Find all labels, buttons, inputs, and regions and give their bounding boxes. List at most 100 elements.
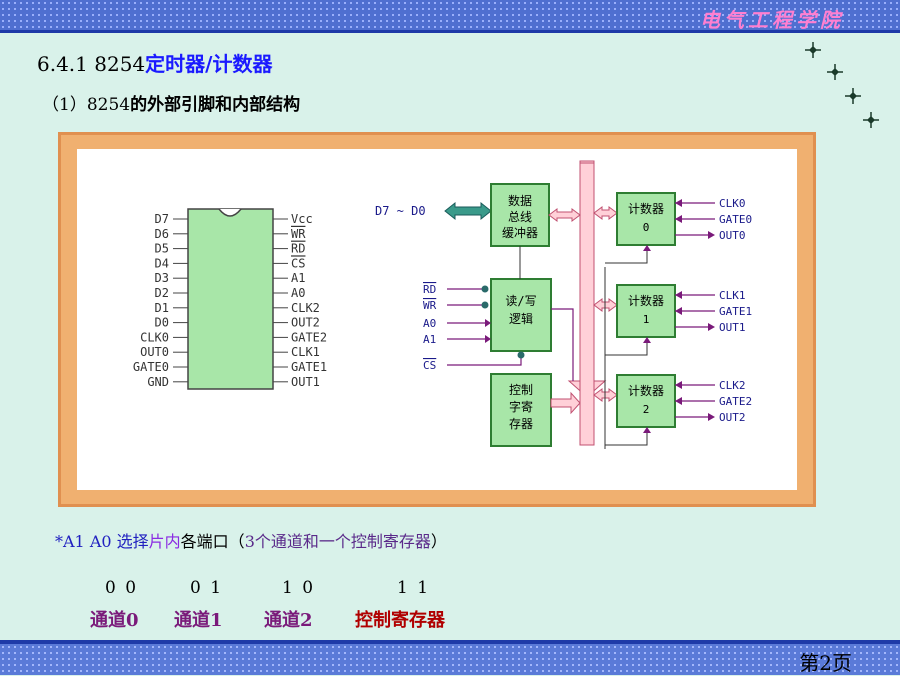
rw-logic-block [490, 278, 552, 352]
rw-input-line [447, 355, 522, 366]
internal-bus-bar [579, 162, 595, 446]
counter-title: 计数器 [628, 293, 664, 308]
chip-pin-label: CLK1 [291, 345, 320, 359]
rw-input-label: RD [423, 283, 436, 296]
control-label-3: 存器 [509, 417, 533, 431]
channel-1: 通道1 [174, 610, 223, 631]
counter-input-arrowhead [675, 199, 682, 207]
subtitle-text: 的外部引脚和内部结构 [130, 95, 301, 115]
section-title: 6.4.1 8254定时器/计数器 [37, 48, 272, 77]
counter-signal-label: GATE2 [719, 395, 752, 408]
address-note: *A1 A0 选择片内各端口（3个通道和一个控制寄存器） [55, 528, 447, 552]
counter-signal-label: OUT2 [719, 411, 746, 424]
top-decor-band [0, 0, 900, 30]
counter-link-arrowhead [643, 245, 651, 251]
code-2: 1 0 [282, 578, 316, 598]
note-part-1: 片内 [148, 532, 181, 551]
counter-bus-link [593, 206, 618, 220]
rw-input-arrowhead [485, 319, 491, 327]
chip-pin-label: D2 [155, 286, 169, 300]
counter-input-arrowhead [675, 397, 682, 405]
chip-pin-label: GND [147, 375, 169, 389]
chip-pin-label: CLK2 [291, 301, 320, 315]
counter-signal-label: OUT0 [719, 229, 746, 242]
rw-input-dot [517, 351, 525, 359]
counter-index: 2 [643, 403, 650, 416]
rw-input-dot [481, 285, 489, 293]
code-1: 0 1 [190, 578, 224, 598]
counter-title: 计数器 [628, 383, 664, 398]
chip-pin-label: GATE0 [133, 360, 169, 374]
counter-input-arrowhead [675, 291, 682, 299]
counter-signal-label: GATE1 [719, 305, 752, 318]
college-name: 电气工程学院 [700, 8, 844, 32]
bottom-divider [0, 640, 900, 644]
counter-output-arrowhead [708, 413, 715, 421]
counter-signal-label: GATE0 [719, 213, 752, 226]
counter-link-line [605, 337, 648, 356]
chip-pin-label: D0 [155, 316, 169, 330]
chip-pin-label: GATE1 [291, 360, 327, 374]
counter-block [616, 374, 676, 428]
star-decoration-icon [805, 42, 879, 128]
section-number: 6.4.1 8254 [37, 52, 146, 76]
chip-pin-label: CLK0 [140, 330, 169, 344]
subtitle: （1）8254的外部引脚和内部结构 [42, 90, 300, 115]
chip-body [187, 208, 274, 390]
counter-link-line [605, 245, 648, 264]
counter-signal-label: CLK2 [719, 379, 746, 392]
buffer-label-1: 数据 [508, 193, 532, 208]
control-bus-link [550, 391, 581, 415]
code-0: 0 0 [105, 578, 139, 598]
top-divider [0, 30, 900, 33]
counter-link-arrowhead [643, 427, 651, 433]
counter-index: 0 [643, 221, 650, 234]
note-part-4: ） [430, 532, 447, 551]
chip-pin-label: A1 [291, 271, 305, 285]
counter-input-arrowhead [675, 307, 682, 315]
code-3: 1 1 [397, 578, 431, 598]
counter-block [616, 284, 676, 338]
rw-input-label: WR [423, 299, 437, 312]
channel-control: 控制寄存器 [355, 610, 445, 631]
chip-pin-label: Vcc [291, 212, 313, 226]
data-bus-arrow [444, 201, 492, 221]
chip-pin-label: GATE2 [291, 330, 327, 344]
counter-index: 1 [643, 313, 650, 326]
bottom-decor-band [0, 644, 900, 675]
chip-pin-label: OUT0 [140, 345, 169, 359]
channel-0: 通道0 [90, 610, 139, 631]
note-part-3: 3个通道和一个控制寄存器 [244, 532, 431, 551]
chip-notch [218, 208, 242, 217]
rw-label-2: 逻辑 [509, 312, 533, 326]
rw-input-label: A1 [423, 333, 436, 346]
rw-input-dot [481, 301, 489, 309]
channel-2: 通道2 [264, 610, 313, 631]
counter-output-arrowhead [708, 323, 715, 331]
rw-input-arrowhead [485, 335, 491, 343]
buffer-label-2: 总线 [508, 210, 532, 224]
chip-pin-label: D1 [155, 301, 169, 315]
buffer-label-3: 缓冲器 [502, 225, 538, 240]
rw-input-label: CS [423, 359, 436, 372]
counter-input-arrowhead [675, 381, 682, 389]
counter-group: 计数器0CLK0GATE0OUT0计数器1CLK1GATE1OUT1计数器2CL… [593, 192, 752, 446]
buffer-bus-link [548, 208, 581, 222]
chip-pin-label: D6 [155, 227, 169, 241]
chip-pin-label: OUT1 [291, 375, 320, 389]
section-title-text: 定时器/计数器 [145, 52, 273, 76]
chip-pin-label: D7 [155, 212, 169, 226]
counter-title: 计数器 [628, 201, 664, 216]
chip-pin-label: WR [291, 227, 306, 241]
counter-output-arrowhead [708, 231, 715, 239]
counter-link-line [605, 427, 648, 446]
note-prefix: *A1 A0 选择 [55, 532, 149, 551]
data-bus-label: D7 ~ D0 [375, 204, 426, 218]
chip-pin-label: D4 [155, 256, 169, 270]
counter-signal-label: CLK0 [719, 197, 746, 210]
counter-link-arrowhead [643, 337, 651, 343]
chip-pin-label: RD [291, 242, 305, 256]
